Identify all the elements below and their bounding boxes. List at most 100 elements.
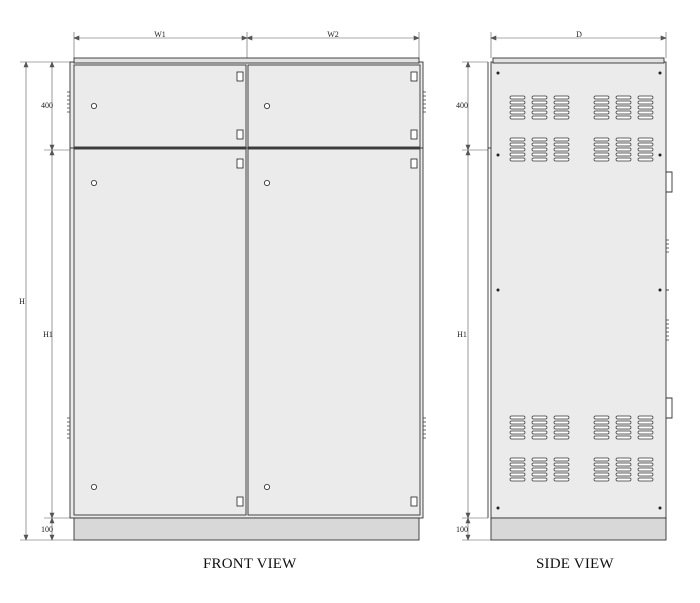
vent-slot [553,110,570,115]
dim-height-side [462,61,491,541]
vent-slot [531,115,548,120]
vent-slot [531,477,548,482]
vent-slot [637,420,654,425]
dim-label-w2: W2 [327,30,339,39]
vent-slot [593,425,610,430]
vent-slot [553,472,570,477]
vent-slot [531,425,548,430]
vent-slot [615,157,632,162]
vent-slot [593,100,610,105]
vent-slot [509,472,526,477]
vent-slot [553,462,570,467]
vent-slot [615,115,632,120]
vent-slot [553,477,570,482]
vent-slot [637,430,654,435]
vent-slot [531,472,548,477]
vent-slot [593,415,610,420]
vent-slot [593,477,610,482]
vent-slot [637,415,654,420]
vent-slot [615,137,632,142]
vent-slot [553,457,570,462]
vent-slot [615,462,632,467]
vent-slot [615,457,632,462]
vent-slot [509,137,526,142]
front-door-locks [91,103,270,490]
dim-label-side-h1: H1 [457,330,467,339]
vent-slot [553,415,570,420]
side-edge-ridges [666,239,669,341]
vent-slot [615,152,632,157]
vent-slot [637,472,654,477]
vent-slot [509,415,526,420]
vent-slot [553,435,570,440]
side-plinth [490,517,667,541]
vent-slot [637,425,654,430]
vent-slot [531,457,548,462]
front-view: W1 W2 H 400 H1 100 [19,30,426,541]
vent-slot [593,467,610,472]
dim-width-front [73,32,420,58]
dim-label-side-400: 400 [456,101,468,110]
vent-slot [593,157,610,162]
dim-label-w1: W1 [154,30,166,39]
vent-slot [615,477,632,482]
side-screws [496,71,662,510]
dim-label-front-400: 400 [41,101,53,110]
vent-slot [553,430,570,435]
vent-slot [593,472,610,477]
front-plinth [73,517,420,541]
side-door-handles [666,171,673,419]
vent-slot [531,430,548,435]
vent-slot [637,157,654,162]
vent-slot [531,415,548,420]
vent-slot [615,415,632,420]
vent-slot [615,147,632,152]
vent-slot [593,152,610,157]
vent-slot [637,477,654,482]
vent-slot [531,142,548,147]
vent-slot [531,95,548,100]
vent-slot [615,100,632,105]
vent-slot [637,147,654,152]
vent-slot [593,115,610,120]
vent-slot [509,425,526,430]
vent-slot [615,472,632,477]
vent-slot [531,100,548,105]
vent-slot [593,420,610,425]
vent-slot [615,110,632,115]
vent-slot [593,105,610,110]
vent-slot [637,115,654,120]
vent-slot [509,115,526,120]
front-edge-ridges [67,91,426,439]
vent-slot [637,137,654,142]
vent-slot [593,462,610,467]
vent-slot [509,457,526,462]
vent-slot [553,137,570,142]
vent-slot [637,467,654,472]
front-hinges [236,71,418,507]
vent-slot [615,142,632,147]
vent-slot [531,157,548,162]
vent-slot [531,420,548,425]
vent-slot [637,142,654,147]
vent-slot [553,115,570,120]
vent-slot [553,425,570,430]
vent-slot [637,105,654,110]
dim-label-front-h1: H1 [43,330,53,339]
vent-slot [593,110,610,115]
vent-slot [637,100,654,105]
dim-depth [490,32,667,58]
vent-slot [509,477,526,482]
vent-slot [509,142,526,147]
vent-slot [637,95,654,100]
vent-slot [509,152,526,157]
vent-slot [531,147,548,152]
vent-slot [593,457,610,462]
vent-slot [615,95,632,100]
vent-slot [509,157,526,162]
vent-slot [637,435,654,440]
vent-slot [531,105,548,110]
vent-slot [509,147,526,152]
vent-slot [637,462,654,467]
side-panel [487,57,667,519]
